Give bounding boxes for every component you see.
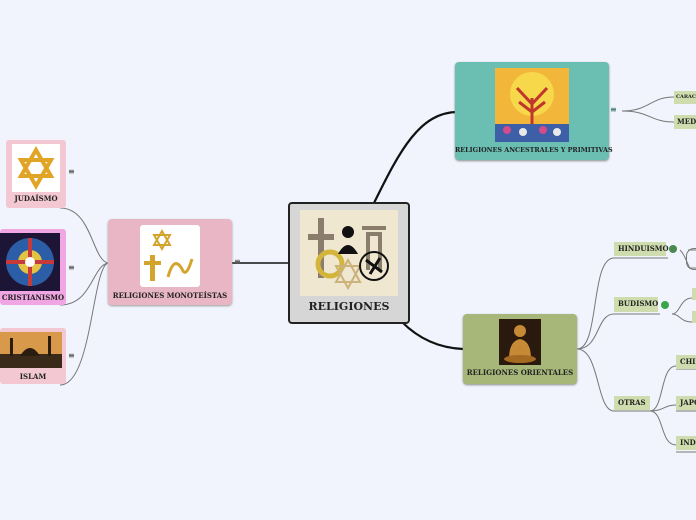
branch-ancestrales[interactable]: RELIGIONES ANCESTRALES Y PRIMITIVAS xyxy=(455,62,613,160)
branch-monoteistas[interactable]: RELIGIONES MONOTEÍSTAS xyxy=(108,219,232,305)
buddha-image xyxy=(499,319,541,365)
mosque-image xyxy=(0,332,62,368)
connector-otras-china xyxy=(649,365,677,412)
node-judaismo[interactable]: JUDAÍSMO xyxy=(6,140,66,208)
notes-icon[interactable]: ≡ xyxy=(68,263,75,272)
globe-icon[interactable] xyxy=(661,301,669,309)
monoteistas-label: RELIGIONES MONOTEÍSTAS xyxy=(112,291,228,300)
connector-mono-judaismo xyxy=(59,207,109,264)
connector-otras-india xyxy=(649,410,677,446)
tag-india[interactable]: INDIA xyxy=(676,436,696,450)
judaismo-label: JUDAÍSMO xyxy=(14,194,58,203)
central-node[interactable]: RELIGIONES xyxy=(288,202,410,324)
religious-symbols-image xyxy=(300,210,398,296)
islam-label: ISLAM xyxy=(19,372,47,381)
connector-anc-medi xyxy=(621,110,675,123)
connector-anc-caracte xyxy=(621,96,675,112)
notes-icon[interactable]: ≡ xyxy=(234,257,241,266)
tag-medi[interactable]: MEDI xyxy=(674,115,696,129)
tree-of-life-image xyxy=(495,68,569,142)
connector-central-ancestrales xyxy=(373,110,459,204)
central-label: RELIGIONES xyxy=(308,300,390,313)
branch-orientales[interactable]: RELIGIONES ORIENTALES xyxy=(463,314,577,384)
tag-otras[interactable]: OTRAS xyxy=(614,396,650,410)
notes-icon[interactable]: ≡ xyxy=(610,105,617,114)
connector-mono-islam xyxy=(59,262,109,386)
node-cristianismo[interactable]: CRISTIANISMO xyxy=(0,229,66,305)
star-of-david-image xyxy=(12,144,60,192)
globe-icon[interactable] xyxy=(669,245,677,253)
connector-or-budismo xyxy=(576,313,615,350)
node-islam[interactable]: ISLAM xyxy=(0,328,66,384)
tag-caracte[interactable]: CARACTE xyxy=(674,91,696,104)
budismo-subnode-1[interactable] xyxy=(692,288,696,300)
orientales-label: RELIGIONES ORIENTALES xyxy=(466,368,574,377)
tag-japon[interactable]: JAPÓN xyxy=(676,396,696,410)
budismo-subnode-2[interactable] xyxy=(692,311,696,323)
ancestrales-label: RELIGIONES ANCESTRALES Y PRIMITIVAS xyxy=(455,146,613,154)
tag-china[interactable]: CHINA xyxy=(676,355,696,369)
notes-icon[interactable]: ≡ xyxy=(68,351,75,360)
connector-or-otras xyxy=(576,348,615,412)
tag-budismo[interactable]: BUDISMO xyxy=(614,297,658,312)
connector-central-orientales xyxy=(401,321,464,351)
stained-glass-image xyxy=(0,233,60,291)
notes-icon[interactable]: ≡ xyxy=(68,167,75,176)
connector-mono-cristianismo xyxy=(59,262,109,306)
connector-otras-japon xyxy=(649,404,677,412)
cristianismo-label: CRISTIANISMO xyxy=(1,293,65,302)
connector-or-hinduismo xyxy=(576,257,615,350)
hinduismo-subnode[interactable] xyxy=(686,248,696,270)
monotheist-symbols-image xyxy=(140,225,200,287)
tag-hinduismo[interactable]: HINDUISMO xyxy=(614,242,669,256)
